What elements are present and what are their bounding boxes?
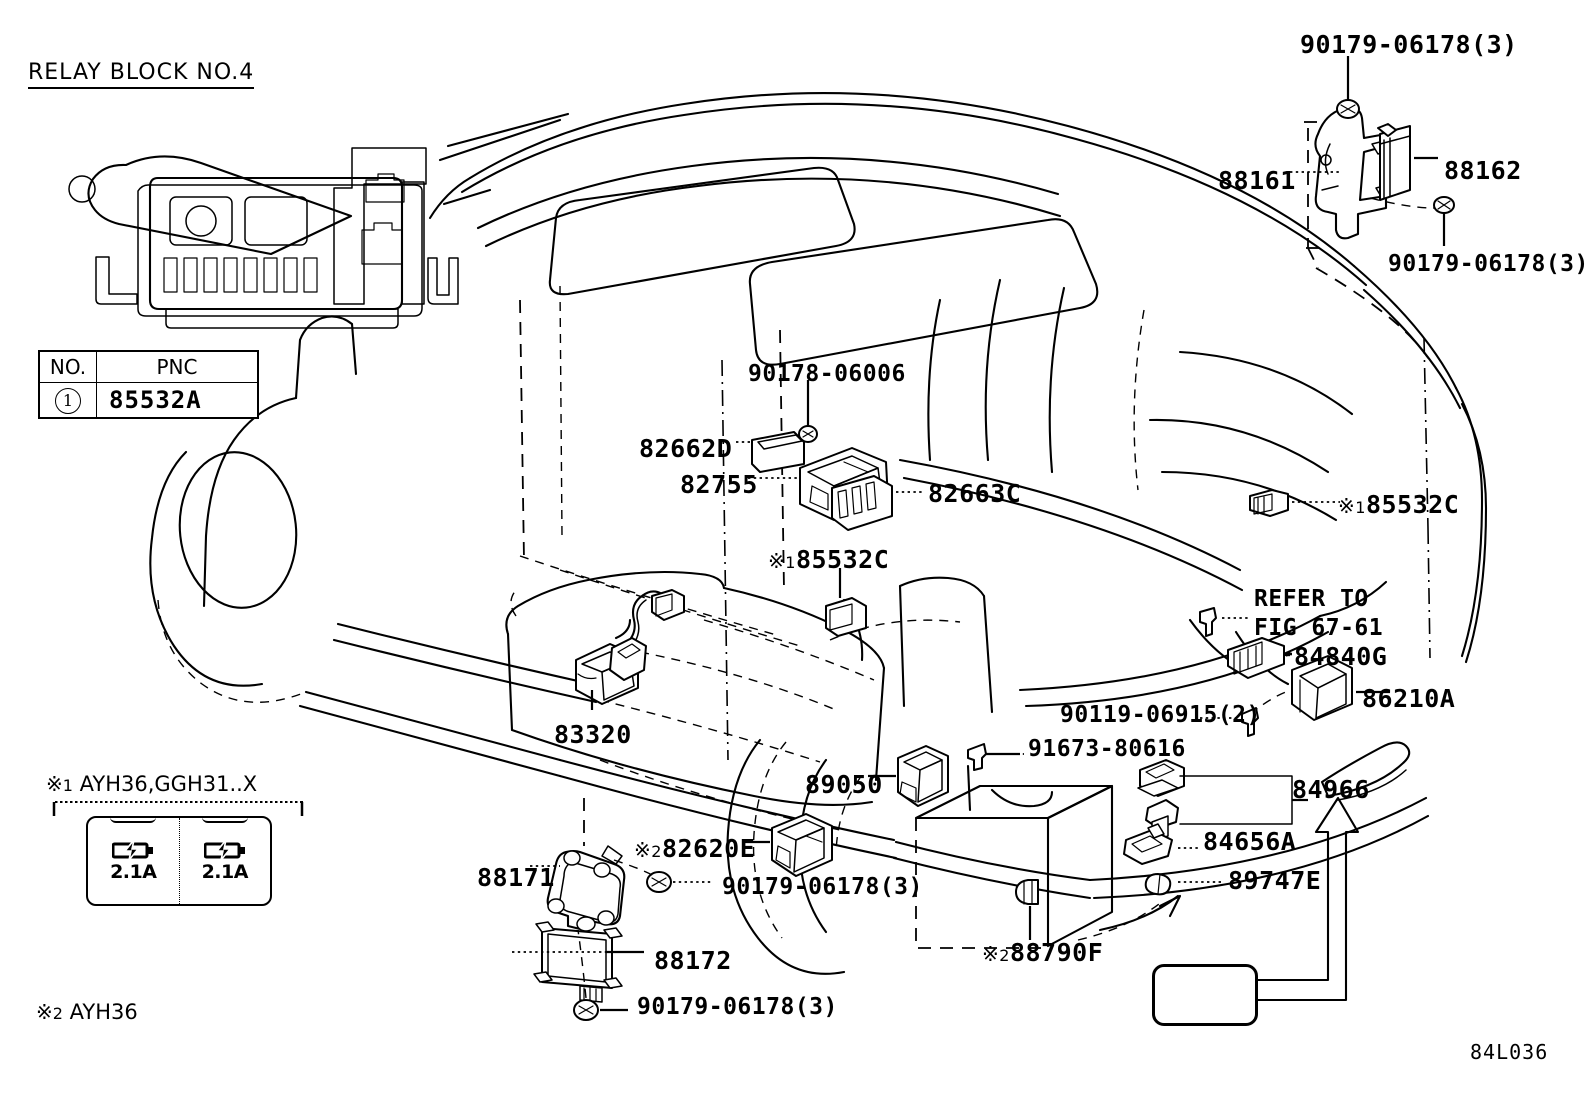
part-84840G-86210A-group (1199, 607, 1390, 737)
asterisk-marker: ※1 (768, 549, 796, 573)
callout-90179-06178-top: 90179-06178(3) (1300, 30, 1518, 59)
vehicle-view-indicator (1152, 964, 1258, 1026)
part-88161-88162-group (1290, 56, 1455, 365)
callout-82663C: 82663C (928, 479, 1022, 508)
callout-89747E: 89747E (1228, 866, 1322, 895)
callout-82662D: 82662D (639, 434, 733, 463)
callout-refer-to-line1: REFER TO (1254, 586, 1369, 612)
fastener-bottom (1433, 196, 1455, 246)
pnc-header-row: NO. PNC (38, 350, 259, 383)
pnc-row-value: 85532A (96, 382, 259, 419)
note-1-bracket (52, 801, 304, 816)
pnc-header-pnc: PNC (96, 350, 259, 383)
usb-notch-left (110, 817, 157, 823)
callout-90179-06178-bottom: 90179-06178(3) (637, 994, 838, 1020)
usb-notch-right (201, 817, 248, 823)
part-82662D-82755-82663C-group (736, 380, 924, 637)
callout-90179-06178-topright: 90179-06178(3) (1388, 251, 1589, 277)
callout-83320: 83320 (554, 720, 632, 749)
pnc-row-number: 1 (38, 382, 97, 419)
asterisk-marker: ※1 (1338, 494, 1366, 518)
callout-84966: 84966 (1292, 775, 1370, 804)
usb-panel: 2.1A 2.1A (86, 816, 272, 906)
callout-82755: 82755 (680, 470, 758, 499)
usb-amp-left: 2.1A (110, 860, 157, 883)
usb-amp-right: 2.1A (201, 860, 249, 883)
relay-block-detail (68, 112, 570, 329)
part-85532C-right (1249, 489, 1340, 517)
callout-85532C-right: ※185532C (1338, 490, 1460, 519)
note-1-text: AYH36,GGH31..X (79, 772, 258, 796)
callout-85532C-center: ※185532C (768, 545, 890, 574)
callout-86210A: 86210A (1362, 684, 1456, 713)
note-1-label: ※1 AYH36,GGH31..X (46, 772, 257, 796)
asterisk-marker: ※2 (982, 942, 1010, 966)
part-88790F-group (1015, 879, 1182, 941)
asterisk-marker-2: ※2 (36, 1000, 63, 1024)
part-89050-group (868, 743, 1024, 807)
note-2-label: ※2 AYH36 (36, 1000, 138, 1024)
callout-84840G: 84840G (1294, 642, 1388, 671)
usb-port-legend: 2.1A 2.1A (86, 816, 272, 906)
fastener-top (1336, 56, 1360, 119)
callout-88162: 88162 (1444, 156, 1522, 185)
section-title: RELAY BLOCK NO.4 (28, 60, 255, 89)
callout-90119-06915: 90119-06915(2) (1060, 702, 1261, 728)
usb-charge-icon (112, 839, 154, 860)
figure-code: 84L036 (1470, 1040, 1549, 1064)
callout-90179-06178-center: 90179-06178(3) (722, 874, 923, 900)
callout-88172: 88172 (654, 946, 732, 975)
callout-82620E: ※282620E (634, 834, 756, 863)
callout-refer-to-line2: FIG 67-61 (1254, 615, 1384, 641)
pnc-row: 1 85532A (38, 382, 259, 419)
callout-88171: 88171 (477, 863, 555, 892)
part-88171-88172-group (512, 798, 712, 1021)
callout-91673-80616: 91673-80616 (1028, 736, 1186, 762)
callout-88161: 88161 (1218, 166, 1296, 195)
callout-89050: 89050 (805, 770, 883, 799)
part-82620E-group (742, 813, 833, 877)
callout-90178-06006: 90178-06006 (748, 361, 906, 387)
callout-84656A: 84656A (1203, 827, 1297, 856)
usb-charge-icon (203, 839, 245, 860)
asterisk-marker: ※2 (634, 838, 662, 862)
note-2-text: AYH36 (69, 1000, 138, 1024)
part-83320-group (575, 589, 685, 710)
callout-88790F: ※288790F (982, 938, 1104, 967)
usb-port-left: 2.1A (88, 818, 179, 904)
asterisk-marker-1: ※1 (46, 772, 73, 796)
pnc-header-no: NO. (38, 350, 97, 383)
pnc-table: NO. PNC 1 85532A (38, 350, 259, 419)
usb-port-right: 2.1A (178, 817, 271, 904)
circled-number: 1 (55, 387, 81, 414)
